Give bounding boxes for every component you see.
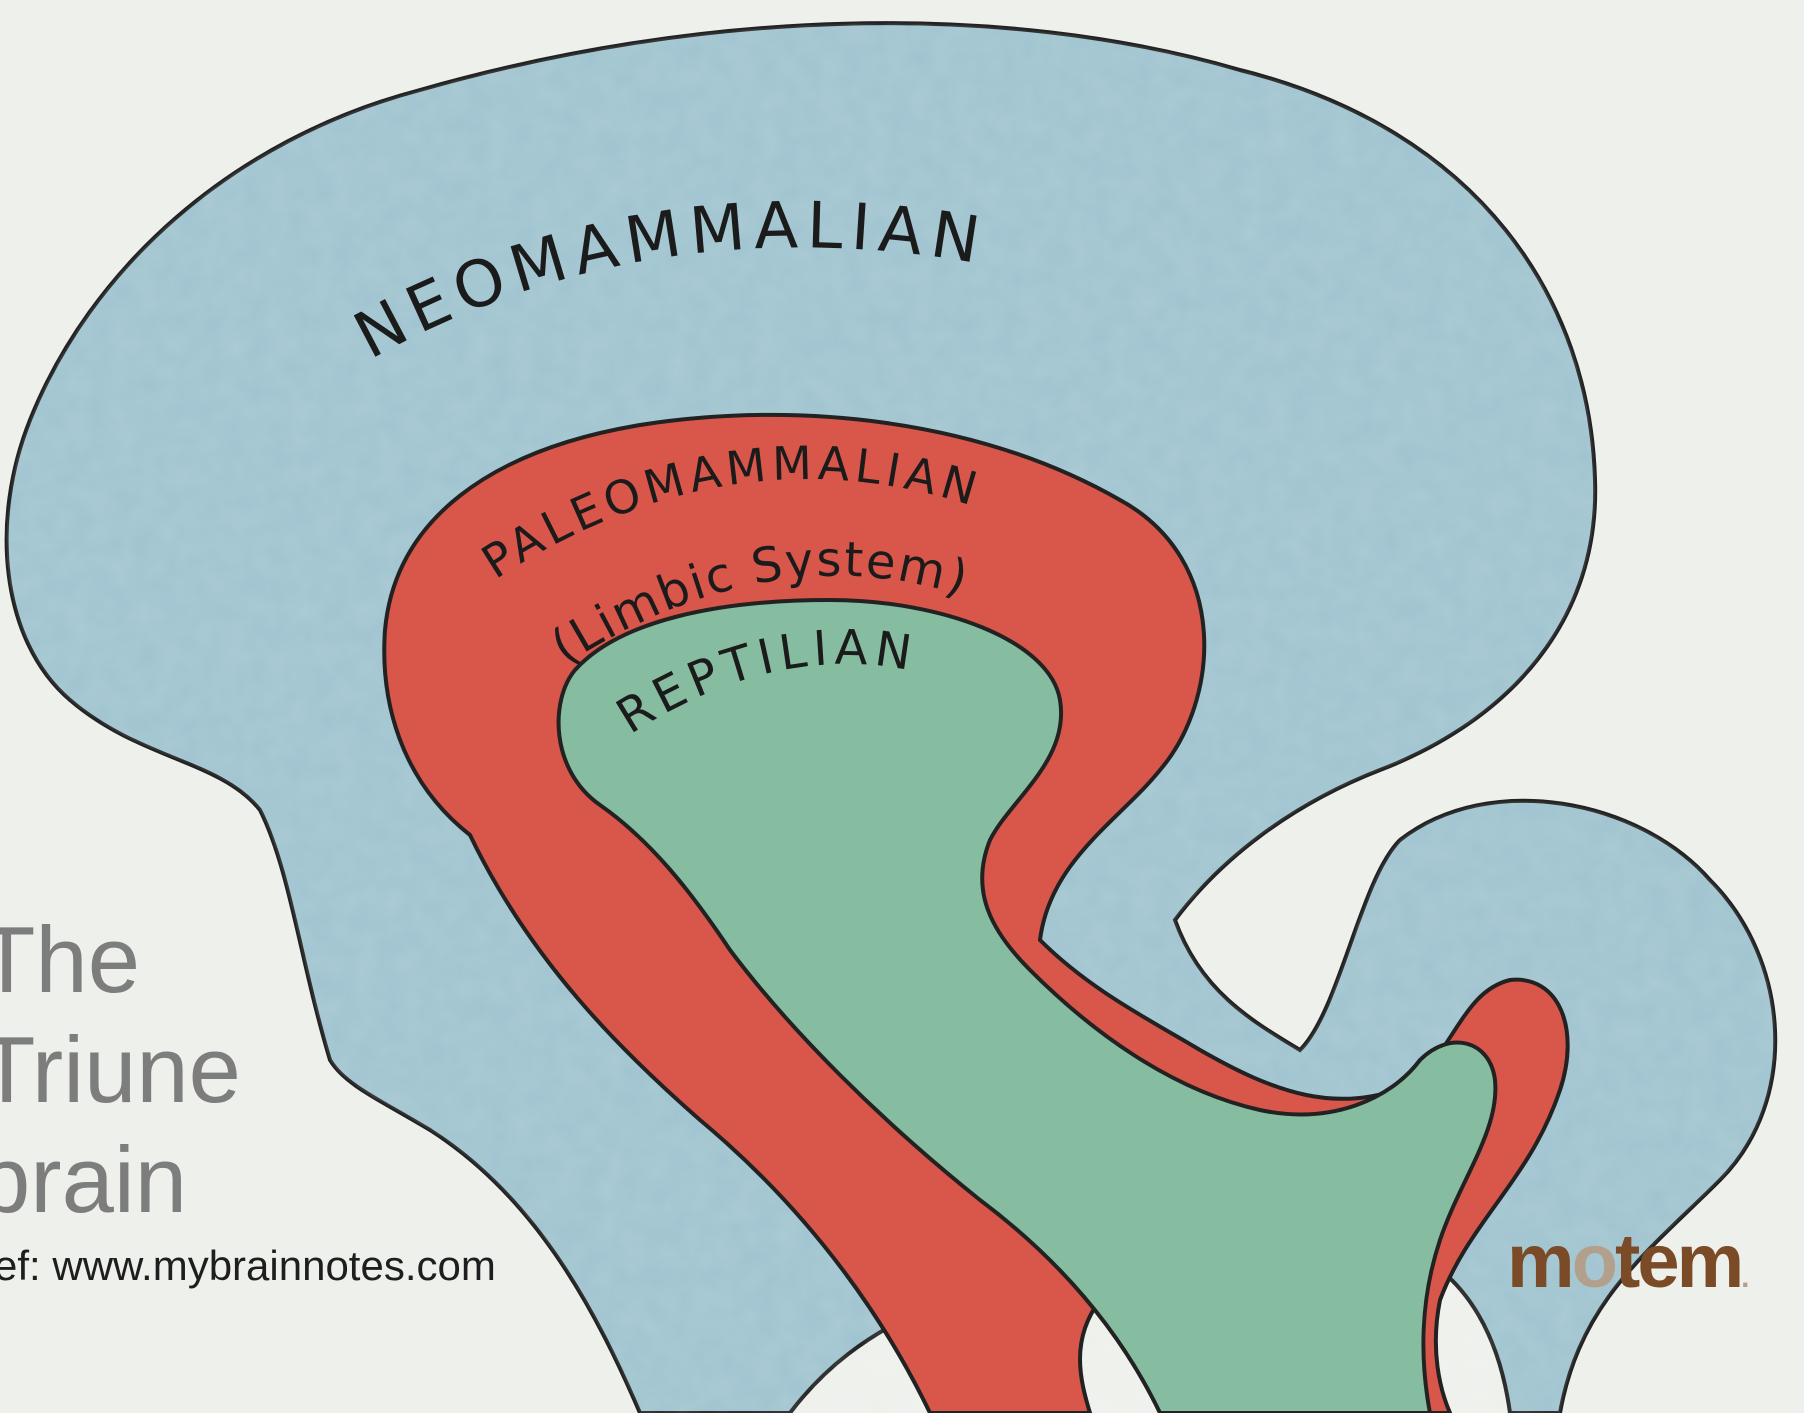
source-reference: ef: www.mybrainnotes.com [0, 1242, 496, 1290]
logo-o: o [1572, 1219, 1615, 1304]
slide-title: The Triune brain [0, 905, 241, 1235]
title-line-3: brain [0, 1125, 241, 1235]
logo-m: m [1507, 1219, 1572, 1304]
title-line-1: The [0, 905, 241, 1015]
logo-dot: . [1741, 1261, 1749, 1294]
title-line-2: Triune [0, 1015, 241, 1125]
logo-rest: tem [1615, 1219, 1741, 1304]
motem-logo: motem. [1507, 1218, 1750, 1305]
